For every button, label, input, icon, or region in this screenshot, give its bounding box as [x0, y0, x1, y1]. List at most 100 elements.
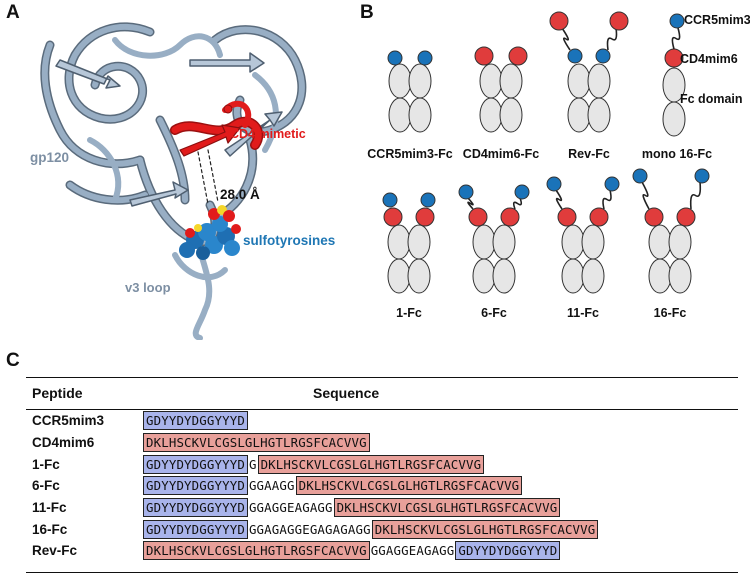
- cd4mim6-ball: [415, 207, 435, 227]
- legend-ccr5mim3-label: CCR5mim3: [684, 13, 750, 27]
- linker-segment: G: [248, 456, 257, 472]
- ccr5mim3-segment: GDYYDYDGGYYYD: [143, 454, 248, 474]
- fc-domain-lower-2-0: [567, 97, 591, 133]
- peptide-name: CD4mim6: [32, 435, 95, 451]
- cd4mim6-segment: DKLHSCKVLCGSLGLHGTLRGSFCACVVG: [257, 454, 485, 474]
- panel-b: B CCR5mim3-Fc CD4mim6-Fc Rev-Fc mono 16-…: [360, 0, 750, 340]
- distance-line: [207, 149, 219, 203]
- legend-cd4mim6-label: CD4mim6: [680, 52, 738, 66]
- cd4mim6-ball: [557, 207, 577, 227]
- cd4mim6-ball: [500, 207, 520, 227]
- fc-domain-lower-6-0: [561, 258, 585, 294]
- fc-domain-lower-7-1: [668, 258, 692, 294]
- ccr5mim3-segment: GDYYDYDGGYYYD: [455, 541, 561, 561]
- cd4mim6-segment: DKLHSCKVLCGSLGLHGTLRGSFCACVVG: [295, 476, 523, 496]
- cd4mim6-ball: [644, 207, 664, 227]
- gp120-structure-illustration: [40, 22, 307, 340]
- fc-domain-lower-3-0: [662, 101, 686, 137]
- peptide-name: 6-Fc: [32, 478, 60, 494]
- ccr5mim3-ball: [382, 192, 398, 208]
- construct-label-mono-16-fc: mono 16-Fc: [641, 147, 713, 161]
- fc-domain-upper-2-1: [587, 63, 611, 99]
- ccr5mim3-ball: [420, 192, 436, 208]
- ccr5mim3-segment: GDYYDYDGGYYYD: [143, 411, 248, 431]
- ccr5mim3-ball: [417, 50, 433, 66]
- table-bottom-rule: [26, 572, 738, 573]
- fc-domain-lower-5-1: [492, 258, 516, 294]
- cd4-mimetic-helix: [170, 100, 264, 157]
- linker-line: [641, 181, 650, 210]
- ccr5mim3-segment: GDYYDYDGGYYYD: [143, 498, 248, 518]
- linker-segment: GGAGAGGEGAGAGAGG: [248, 521, 371, 537]
- fc-domain-upper-7-1: [668, 224, 692, 260]
- fc-domain-upper-7-0: [648, 224, 672, 260]
- fc-domain-upper-0-1: [408, 63, 432, 99]
- sequence-row: CCR5mim3 GDYYDYDGGYYYD: [26, 410, 738, 432]
- ccr5mim3-ball: [567, 48, 583, 64]
- cd4-mimetic-label: CD4 mimetic: [230, 127, 306, 141]
- construct-label-rev-fc: Rev-Fc: [568, 147, 610, 161]
- construct-label-ccr5mim3-fc: CCR5mim3-Fc: [367, 147, 453, 161]
- peptide-name: 11-Fc: [32, 500, 67, 516]
- sequence-header: Sequence: [313, 385, 380, 401]
- linker-line: [602, 189, 612, 210]
- v3-loop-label: v3 loop: [125, 280, 171, 295]
- linker-line: [561, 27, 571, 51]
- cd4mim6-ball: [589, 207, 609, 227]
- fc-domain-lower-1-1: [499, 97, 523, 133]
- linker-segment: GGAGGEAGAGG: [370, 543, 455, 559]
- cd4mim6-segment: DKLHSCKVLCGSLGLHGTLRGSFCACVVG: [371, 519, 599, 539]
- fc-domain-upper-4-0: [387, 224, 411, 260]
- peptide-name: CCR5mim3: [32, 413, 105, 429]
- linker-line: [689, 181, 702, 210]
- peptide-sequence: DKLHSCKVLCGSLGLHGTLRGSFCACVVG: [128, 432, 738, 454]
- cd4mim6-ball: [676, 207, 696, 227]
- peptide-header: Peptide: [32, 385, 83, 401]
- fc-domain-lower-0-0: [388, 97, 412, 133]
- fc-domain-upper-1-1: [499, 63, 523, 99]
- gp120-label: gp120: [30, 150, 70, 165]
- fc-domain-lower-4-0: [387, 258, 411, 294]
- fc-domain-lower-2-1: [587, 97, 611, 133]
- linker-line: [606, 27, 618, 51]
- cd4mim6-ball: [468, 207, 488, 227]
- linker-line: [512, 197, 523, 210]
- ccr5mim3-ball: [595, 48, 611, 64]
- sulfotyrosine-spheres: [179, 205, 241, 260]
- panel-b-letter: B: [360, 2, 374, 23]
- ccr5mim3-segment: GDYYDYDGGYYYD: [143, 476, 248, 496]
- construct-label-cd4mim6-fc: CD4mim6-Fc: [462, 147, 540, 161]
- fc-constructs-diagram: [382, 11, 710, 294]
- fc-domain-lower-1-0: [479, 97, 503, 133]
- panel-a-letter: A: [6, 2, 20, 23]
- construct-label-11-fc: 11-Fc: [567, 306, 599, 320]
- table-top-rule: [26, 377, 738, 378]
- ccr5mim3-segment: GDYYDYDGGYYYD: [143, 519, 248, 539]
- linker-segment: GGAGGEAGAGG: [248, 500, 333, 516]
- construct-label-16-fc: 16-Fc: [653, 306, 687, 320]
- cd4mim6-segment: DKLHSCKVLCGSLGLHGTLRGSFCACVVG: [143, 433, 370, 453]
- cd4mim6-ball: [549, 11, 569, 31]
- fc-domain-lower-5-0: [472, 258, 496, 294]
- table-header-rule: [26, 409, 738, 410]
- fc-domain-upper-5-0: [472, 224, 496, 260]
- fc-domain-upper-5-1: [492, 224, 516, 260]
- ccr5mim3-ball: [669, 13, 685, 29]
- fc-domain-lower-0-1: [408, 97, 432, 133]
- ccr5mim3-ball: [387, 50, 403, 66]
- fc-domain-upper-6-0: [561, 224, 585, 260]
- cd4mim6-ball: [609, 11, 629, 31]
- cd4mim6-ball: [383, 207, 403, 227]
- ccr5mim3-ball: [604, 176, 620, 192]
- construct-label-6-fc: 6-Fc: [481, 306, 507, 320]
